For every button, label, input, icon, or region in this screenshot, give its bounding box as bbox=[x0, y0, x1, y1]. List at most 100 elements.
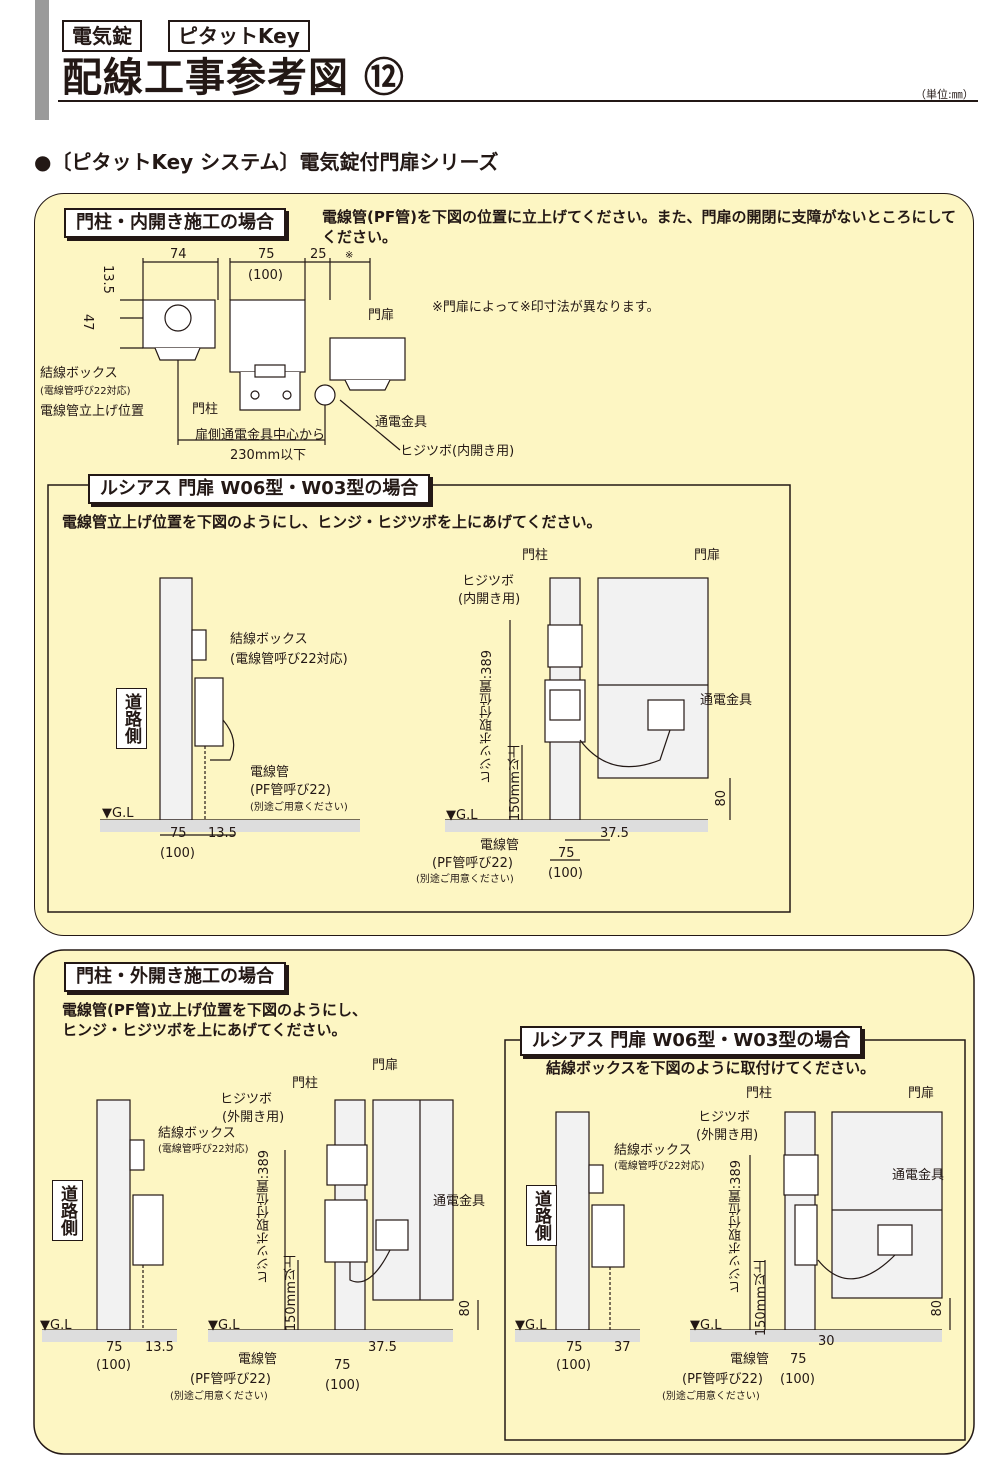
panel2-sub-label: ルシアス 門扉 W06型・W03型の場合 bbox=[520, 1026, 863, 1056]
p2s-d100b: (100) bbox=[780, 1372, 815, 1387]
p2l-conduit: 電線管 bbox=[238, 1352, 278, 1367]
p1s-fitting: 通電金具 bbox=[700, 693, 753, 708]
p2l-gl2: ▼G.L bbox=[208, 1318, 240, 1333]
p1s-conduit2: 電線管 bbox=[480, 838, 520, 853]
hinge-circle bbox=[314, 384, 336, 406]
p2l-d100: (100) bbox=[96, 1358, 131, 1373]
p2s-gl: ▼G.L bbox=[515, 1318, 547, 1333]
p2l-d37-5: 37.5 bbox=[368, 1340, 397, 1355]
p1s-door: 門扉 bbox=[694, 548, 721, 563]
road-side-label-3: 道路側 bbox=[526, 1185, 557, 1246]
panel2-instruction-2: ヒンジ・ヒジツボを上にあげてください。 bbox=[62, 1021, 347, 1039]
p2l-conduit-sub: (PF管呼び22) bbox=[190, 1372, 272, 1387]
pillar-plan bbox=[229, 299, 306, 373]
road-side-label-2: 道路側 bbox=[52, 1180, 83, 1241]
p2s-hinge-sub: (外開き用) bbox=[696, 1128, 759, 1143]
p2s-d75: 75 bbox=[566, 1340, 583, 1355]
panel1-sub-instruction: 電線管立上げ位置を下図のようにし、ヒンジ・ヒジツボを上にあげてください。 bbox=[62, 513, 602, 531]
p2s-d100: (100) bbox=[556, 1358, 591, 1373]
pillar-side bbox=[159, 577, 193, 821]
p2l-v389: ヒジツボ取付位置:389 bbox=[257, 1150, 272, 1284]
p1s-conduit-note: (別途ご用意ください) bbox=[250, 802, 348, 813]
p1s-d100: (100) bbox=[160, 846, 195, 861]
category-tag-pitatto-key: ピタットKey bbox=[168, 20, 310, 52]
p2l-d100b: (100) bbox=[325, 1378, 360, 1393]
p2l-d80: 80 bbox=[458, 1300, 473, 1317]
label-pillar: 門柱 bbox=[192, 402, 219, 417]
p2s-gl2: ▼G.L bbox=[690, 1318, 722, 1333]
dim-star: ※ bbox=[345, 250, 354, 261]
label-junction-box-sub: (電線管呼び22対応) bbox=[40, 386, 131, 397]
p2s-box-sub: (電線管呼び22対応) bbox=[614, 1161, 705, 1172]
panel1-label: 門柱・内開き施工の場合 bbox=[64, 208, 286, 238]
p2l-hinge: ヒジツボ bbox=[220, 1092, 273, 1107]
p2l-box: 結線ボックス bbox=[158, 1126, 236, 1141]
p1s-conduit-sub: (PF管呼び22) bbox=[250, 783, 332, 798]
p1s-conduit2-sub: (PF管呼び22) bbox=[432, 856, 514, 871]
p1s-pillar: 門柱 bbox=[522, 548, 549, 563]
p2s-door: 門扉 bbox=[908, 1086, 935, 1101]
p2s-conduit-note: (別途ご用意ください) bbox=[662, 1391, 760, 1402]
category-tag-electric-lock: 電気錠 bbox=[62, 20, 142, 52]
p1s-box: 結線ボックス bbox=[230, 632, 308, 647]
section-heading: ●〔ピタットKey システム〕電気錠付門扉シリーズ bbox=[34, 150, 499, 174]
p1s-hinge: ヒジツボ bbox=[462, 574, 515, 589]
p1s-d80: 80 bbox=[714, 790, 729, 807]
p2s-v389: ヒジツボ取付位置:389 bbox=[729, 1160, 744, 1294]
p1s-conduit: 電線管 bbox=[250, 765, 290, 780]
header-accent-bar bbox=[35, 0, 49, 120]
dim-47: 47 bbox=[80, 314, 95, 331]
p2l-box-sub: (電線管呼び22対応) bbox=[158, 1144, 249, 1155]
label-door: 門扉 bbox=[368, 308, 395, 323]
p1s-v150: 150mm以上 bbox=[508, 745, 523, 822]
p1s-d37-5: 37.5 bbox=[600, 826, 629, 841]
p1s-d75: 75 bbox=[170, 826, 187, 841]
p2l-door: 門扉 bbox=[372, 1058, 399, 1073]
p2s-d30: 30 bbox=[818, 1334, 835, 1349]
dim-13-5: 13.5 bbox=[100, 265, 115, 294]
p2s-conduit: 電線管 bbox=[730, 1352, 770, 1367]
p2s-d37: 37 bbox=[614, 1340, 631, 1355]
label-fitting: 通電金具 bbox=[375, 415, 428, 430]
p1s-d100b: (100) bbox=[548, 866, 583, 881]
dim-25: 25 bbox=[310, 247, 327, 262]
panel1-instruction: 電線管(PF管)を下図の位置に立上げてください。また、門扉の開閉に支障がないとこ… bbox=[322, 208, 957, 246]
label-center-line1: 扉側通電金具中心から bbox=[195, 428, 326, 443]
junction-box-side bbox=[194, 677, 224, 747]
p1s-box-sub: (電線管呼び22対応) bbox=[230, 652, 348, 667]
panel2-sub-instruction: 結線ボックスを下図のように取付けてください。 bbox=[546, 1059, 876, 1077]
panel2-label: 門柱・外開き施工の場合 bbox=[64, 962, 286, 992]
p2s-fitting: 通電金具 bbox=[892, 1168, 945, 1183]
label-center-line2: 230mm以下 bbox=[230, 448, 307, 463]
p2s-hinge: ヒジツボ bbox=[698, 1110, 751, 1125]
door-front bbox=[597, 577, 709, 779]
p1s-d13-5: 13.5 bbox=[208, 826, 237, 841]
p2s-v150: 150mm以上 bbox=[754, 1260, 769, 1337]
p2s-d80: 80 bbox=[930, 1300, 945, 1317]
panel2-instruction-1: 電線管(PF管)立上げ位置を下図のようにし、 bbox=[62, 1001, 367, 1019]
label-riser-position: 電線管立上げ位置 bbox=[40, 404, 145, 419]
p2l-fitting: 通電金具 bbox=[433, 1194, 486, 1209]
p2l-hinge-sub: (外開き用) bbox=[222, 1110, 285, 1125]
p2l-d75b: 75 bbox=[334, 1358, 351, 1373]
p1s-hinge-sub: (内開き用) bbox=[458, 592, 521, 607]
label-hinge: ヒジツボ(内開き用) bbox=[400, 444, 515, 459]
p2s-d75b: 75 bbox=[790, 1352, 807, 1367]
p2l-pillar: 門柱 bbox=[292, 1076, 319, 1091]
p1s-conduit2-note: (別途ご用意ください) bbox=[416, 874, 514, 885]
p2s-conduit-sub: (PF管呼び22) bbox=[682, 1372, 764, 1387]
door-plan bbox=[329, 337, 406, 381]
panel-outward-opening bbox=[33, 949, 975, 1455]
p2l-v150: 150mm以上 bbox=[284, 1255, 299, 1332]
dim-100: (100) bbox=[248, 268, 283, 283]
dim-74: 74 bbox=[170, 247, 187, 262]
fitting-front bbox=[647, 699, 685, 731]
p1s-d75b: 75 bbox=[558, 846, 575, 861]
page-title: 配線工事参考図 ⑫ bbox=[62, 55, 405, 101]
panel1-sub-label: ルシアス 門扉 W06型・W03型の場合 bbox=[88, 474, 431, 504]
p2l-d75: 75 bbox=[106, 1340, 123, 1355]
dim-75: 75 bbox=[258, 247, 275, 262]
unit-note: （単位:㎜） bbox=[915, 88, 974, 101]
road-side-label-1: 道路側 bbox=[116, 688, 147, 749]
p1s-gl2: ▼G.L bbox=[446, 808, 478, 823]
